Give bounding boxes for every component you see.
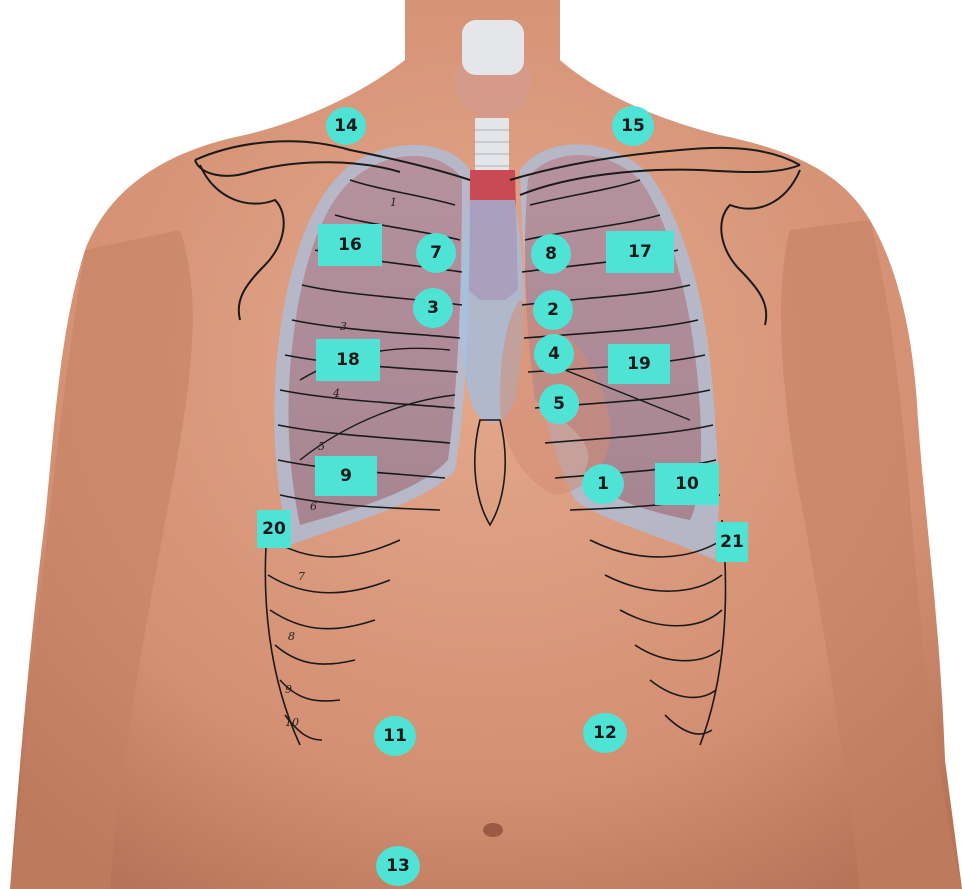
larynx [462,20,524,75]
marker-18[interactable]: 18 [316,339,380,381]
rib-number-4: 4 [333,387,340,400]
marker-10[interactable]: 10 [655,463,719,505]
marker-4[interactable]: 4 [534,334,574,374]
rib-number-1: 1 [390,196,397,209]
marker-3[interactable]: 3 [413,288,453,328]
marker-16[interactable]: 16 [318,224,382,266]
marker-12[interactable]: 12 [583,713,627,753]
marker-15[interactable]: 15 [612,106,654,146]
marker-11[interactable]: 11 [374,716,416,756]
rib-number-8: 8 [288,630,295,643]
marker-17[interactable]: 17 [606,231,674,273]
rib-number-7: 7 [298,570,305,583]
rib-number-10: 10 [285,716,299,729]
rib-number-9: 9 [285,683,292,696]
navel [483,823,503,837]
rib-number-6: 6 [310,500,317,513]
marker-7[interactable]: 7 [416,233,456,273]
marker-14[interactable]: 14 [326,107,366,145]
marker-1[interactable]: 1 [582,464,624,504]
marker-20[interactable]: 20 [257,510,291,548]
marker-5[interactable]: 5 [539,384,579,424]
marker-2[interactable]: 2 [533,290,573,330]
marker-9[interactable]: 9 [315,456,377,496]
rib-number-5: 5 [318,440,325,453]
marker-21[interactable]: 21 [716,522,748,562]
marker-19[interactable]: 19 [608,344,670,384]
marker-13[interactable]: 13 [376,846,420,886]
rib-number-3: 3 [340,320,347,333]
marker-8[interactable]: 8 [531,234,571,274]
